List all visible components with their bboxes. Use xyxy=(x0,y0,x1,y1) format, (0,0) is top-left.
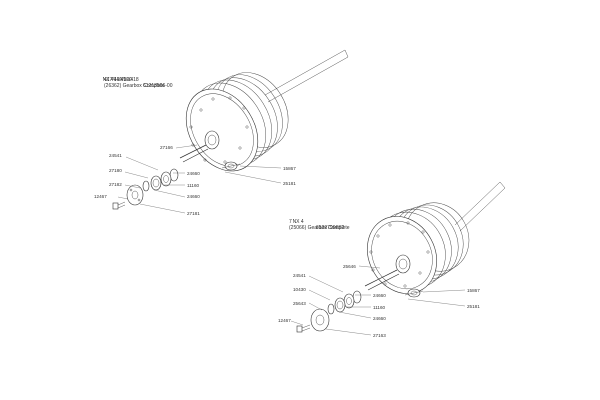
top-header: NX 414/416/418 61213506-00 xyxy=(97,71,173,95)
bottom-part-label: 15867 xyxy=(467,288,480,293)
bottom-part-label: 12467 xyxy=(278,318,291,323)
top-model-line2: 417/419/920 xyxy=(104,77,132,83)
bottom-part-label: 25643 xyxy=(293,301,306,306)
top-caption: (26362) Gearbox Complete xyxy=(104,83,165,89)
top-exploded-parts xyxy=(112,168,179,210)
bottom-leaders xyxy=(290,265,466,336)
top-hub xyxy=(179,130,220,163)
bottom-assembly: 25646 24541 10430 25643 12467 24660 1116… xyxy=(278,181,506,338)
bottom-part-label: 27163 xyxy=(373,333,386,338)
bottom-shaft xyxy=(454,181,506,232)
top-part-label: 11160 xyxy=(187,183,200,188)
top-code: 61213506-00 xyxy=(143,83,173,89)
bottom-part-label: 25181 xyxy=(467,304,480,309)
top-part-labels: 27166 24541 27180 27182 12467 24660 1116… xyxy=(94,145,296,216)
bottom-hub xyxy=(364,254,411,291)
top-part-label: 24541 xyxy=(109,153,122,158)
bottom-part-label: 24660 xyxy=(373,316,386,321)
bottom-header: NX 4 61207966S2 xyxy=(287,213,345,237)
top-part-label: 24660 xyxy=(187,171,200,176)
top-part-label: 25181 xyxy=(283,181,296,186)
bottom-code: 61207966S2 xyxy=(316,225,345,231)
bottom-fitting xyxy=(404,288,424,298)
top-leaders xyxy=(117,144,282,214)
bottom-model-line2: 7 xyxy=(289,219,292,225)
bottom-housing-bolts xyxy=(369,221,430,288)
top-part-label: 27182 xyxy=(109,182,122,187)
bottom-model: NX 4 xyxy=(292,219,304,225)
top-housing-bolts xyxy=(189,96,249,164)
top-drum xyxy=(185,72,289,172)
top-fitting xyxy=(221,161,241,171)
bottom-exploded-parts xyxy=(296,290,362,333)
top-part-label: 27180 xyxy=(109,168,122,173)
bottom-part-label: 10430 xyxy=(293,287,306,292)
bottom-part-label: 24541 xyxy=(293,273,306,278)
top-assembly: 27166 24541 27180 27182 12467 24660 1116… xyxy=(94,49,349,216)
top-model: NX 414/416/418 xyxy=(102,77,139,83)
top-part-label: 15867 xyxy=(283,166,296,171)
bottom-drum xyxy=(367,202,470,294)
top-part-label: 24660 xyxy=(187,194,200,199)
bottom-part-label: 25646 xyxy=(343,264,356,269)
bottom-part-label: 24660 xyxy=(373,293,386,298)
top-part-label: 27166 xyxy=(160,145,173,150)
top-part-label: 27181 xyxy=(187,211,200,216)
bottom-caption: (25066) Gearbox Complete xyxy=(289,225,350,231)
top-part-label: 12467 xyxy=(94,194,107,199)
bottom-part-label: 11160 xyxy=(373,305,386,310)
bottom-part-labels: 25646 24541 10430 25643 12467 24660 1116… xyxy=(278,264,480,338)
top-shaft xyxy=(264,49,349,103)
